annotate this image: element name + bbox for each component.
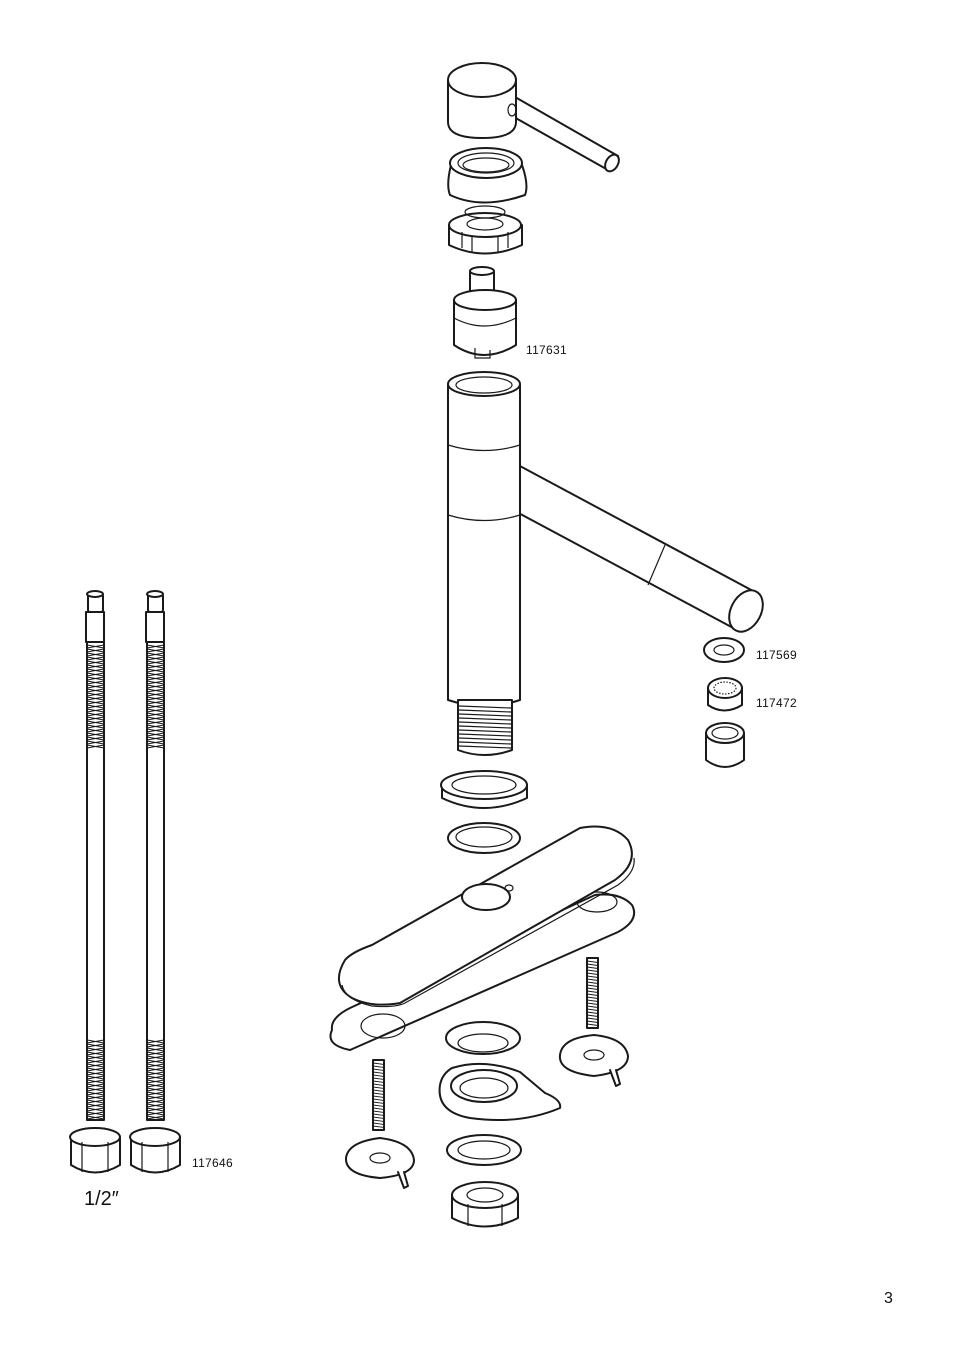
supply-hose-right [130, 591, 180, 1173]
washer-part-number: 117569 [756, 648, 797, 662]
cover-cap [448, 148, 526, 203]
supply-hose-left [70, 591, 120, 1173]
cartridge [454, 267, 516, 358]
aerator-insert [708, 678, 742, 711]
center-washer [446, 1022, 520, 1054]
mounting-bracket [440, 1064, 561, 1120]
base-gasket-bottom [448, 823, 520, 853]
left-mounting-washer [346, 1138, 414, 1188]
aerator-housing [706, 723, 744, 767]
right-stud [587, 958, 598, 1028]
hose-part-number: 117646 [192, 1156, 233, 1170]
retaining-nut [449, 206, 522, 254]
hose-size-label: 1/2″ [84, 1188, 119, 1211]
lower-washer [447, 1135, 521, 1165]
base-gasket-top [441, 771, 527, 808]
lock-nut [452, 1182, 518, 1227]
cartridge-part-number: 117631 [526, 343, 567, 357]
spout-washer [704, 638, 744, 662]
aerator-part-number: 117472 [756, 696, 797, 710]
right-mounting-washer [560, 1035, 628, 1086]
page-number: 3 [884, 1290, 893, 1308]
left-stud [373, 1060, 384, 1130]
